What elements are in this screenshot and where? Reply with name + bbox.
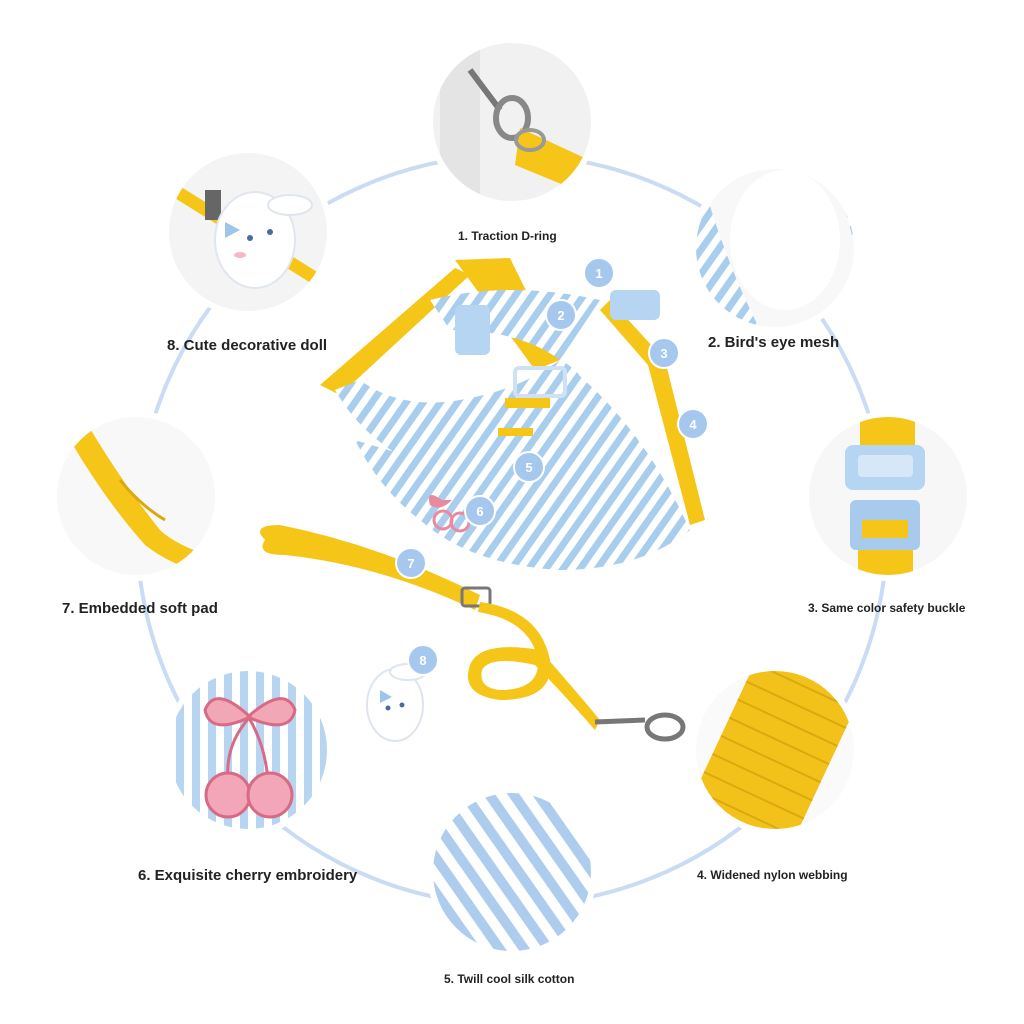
marker-4: 4 [677, 408, 709, 440]
marker-8: 8 [407, 644, 439, 676]
marker-6-text: 6 [476, 504, 483, 519]
feature-photo-d-ring [430, 40, 594, 204]
feature-label-doll: 8. Cute decorative doll [167, 337, 328, 354]
marker-7: 7 [395, 547, 427, 579]
marker-5-text: 5 [525, 460, 532, 475]
marker-1-text: 1 [595, 266, 602, 281]
marker-3-text: 3 [660, 346, 667, 361]
feature-label-mesh: 2. Bird's eye mesh [708, 334, 840, 351]
feature-photo-pad [54, 414, 218, 578]
marker-7-text: 7 [407, 556, 414, 571]
feature-label-d-ring: 1. Traction D-ring [458, 229, 557, 243]
marker-4-text: 4 [689, 417, 697, 432]
marker-3: 3 [648, 337, 680, 369]
feature-photo-fabric [430, 790, 594, 954]
feature-photo-cherry [166, 668, 330, 832]
harness-illustration [320, 258, 705, 570]
marker-2: 2 [545, 299, 577, 331]
leash-illustration [260, 525, 686, 742]
doll-illustration [366, 663, 427, 742]
marker-6: 6 [464, 495, 496, 527]
feature-label-webbing: 4. Widened nylon webbing [697, 868, 848, 882]
feature-label-buckle: 3. Same color safety buckle [808, 601, 966, 615]
feature-label-cherry: 6. Exquisite cherry embroidery [138, 867, 358, 884]
marker-5: 5 [513, 451, 545, 483]
feature-photo-webbing [693, 668, 857, 832]
marker-1: 1 [583, 257, 615, 289]
feature-photo-doll [166, 150, 330, 314]
feature-label-pad: 7. Embedded soft pad [62, 600, 218, 617]
marker-2-text: 2 [557, 308, 564, 323]
feature-label-fabric: 5. Twill cool silk cotton [444, 972, 575, 986]
marker-8-text: 8 [419, 653, 426, 668]
